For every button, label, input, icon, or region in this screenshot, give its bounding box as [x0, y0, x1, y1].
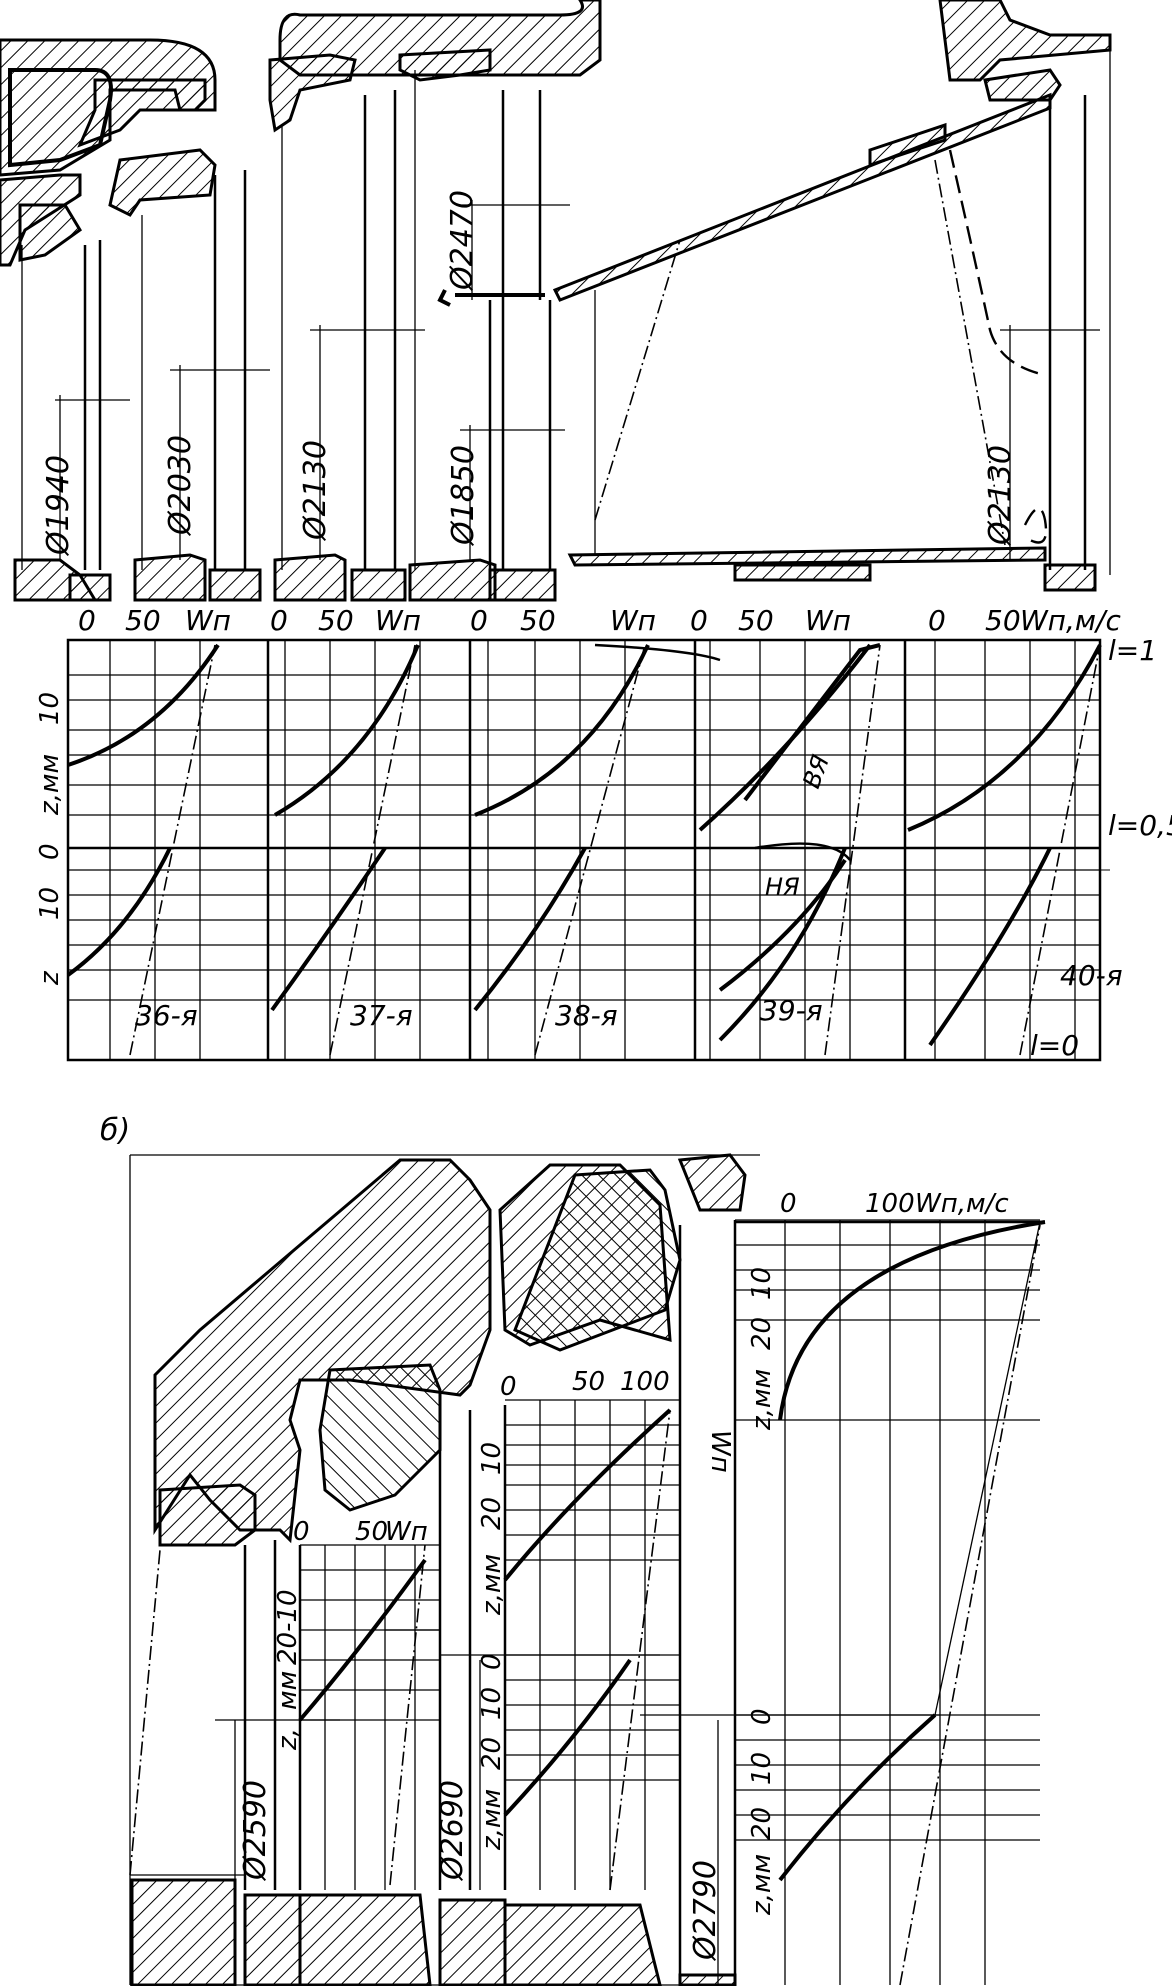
- diameter-label: Ø2690: [435, 1780, 470, 1882]
- diameter-label: Ø1940: [41, 455, 76, 557]
- axis-unit: Wп: [375, 604, 421, 637]
- y-tick: 10: [477, 1687, 507, 1720]
- axis-fifty: 50: [985, 604, 1021, 637]
- diameter-label: Ø2470: [445, 190, 480, 292]
- velocity-curves-lower: [66, 842, 1052, 1047]
- y-tick: 0: [747, 1708, 777, 1725]
- y-tick: мм: [273, 1671, 303, 1710]
- diameter-label: Ø2130: [298, 440, 333, 542]
- y-tick: z,мм: [477, 1789, 507, 1851]
- stage-label: 36-я: [135, 999, 198, 1032]
- stage-label: 39-я: [760, 994, 823, 1027]
- axis-v1: 50: [572, 1367, 605, 1397]
- l-labels: l=1 l=0,5 l=0: [1030, 634, 1172, 1062]
- y-tick: 20: [747, 1317, 777, 1350]
- y-tick: 20: [477, 1497, 507, 1530]
- axis-fifty: 50: [125, 604, 161, 637]
- diameter-label: Ø1850: [446, 445, 481, 547]
- blade-40: [1043, 35, 1111, 592]
- diameter-label: Ø2590: [238, 1780, 273, 1882]
- y-tick: 10: [35, 692, 65, 725]
- diameter-label: Ø2030: [163, 435, 198, 537]
- axis-unit: Wп: [805, 604, 851, 637]
- diameter-label: Ø2790: [688, 1860, 723, 1962]
- diameter-labels-a: Ø1940 Ø2030 Ø2130 Ø1850 Ø2470 Ø2130: [41, 190, 1018, 557]
- axis-v1: 100: [865, 1189, 915, 1219]
- y-tick: z,мм: [35, 754, 65, 816]
- part-a-velocity-charts: 0 50 Wп 0 50 Wп 0 50 Wп 0 50 Wп 0 50 Wп,…: [35, 604, 1172, 1062]
- l-label: l=0,5: [1108, 809, 1172, 842]
- curve-labels: ВЯ НЯ: [765, 751, 835, 901]
- axis-v2: 100: [620, 1367, 670, 1397]
- axis-fifty: 50: [738, 604, 774, 637]
- blade-38: [273, 90, 407, 602]
- stage-labels: 36-я 37-я 38-я 39-я 40-я: [135, 959, 1123, 1032]
- axis-zero: 0: [928, 604, 946, 637]
- axis-fifty: 50: [318, 604, 354, 637]
- stage-label: 38-я: [555, 999, 618, 1032]
- axis-unit: Wп: [385, 1517, 428, 1547]
- y-tick: 20-10: [273, 1589, 303, 1665]
- y-tick: 10: [35, 887, 65, 920]
- part-a-section-drawing: Ø1940 Ø2030 Ø2130 Ø1850 Ø2470 Ø2130: [0, 0, 1112, 602]
- l-label: l=1: [1108, 634, 1157, 667]
- diameter-arrows-a: [55, 200, 1100, 560]
- axis-labels-row: 0 50 Wп 0 50 Wп 0 50 Wп 0 50 Wп 0 50 Wп,…: [78, 604, 1121, 637]
- axis-unit: Wп: [610, 604, 656, 637]
- axis-unit: Wп: [185, 604, 231, 637]
- chart-small: 0 50 Wп 20-10 мм z, Ø2590: [215, 1517, 440, 1890]
- diameter-label: Ø2130: [983, 445, 1018, 547]
- axis-unit: Wп,м/с: [1020, 604, 1121, 637]
- part-b: б): [100, 1113, 1046, 1986]
- part-b-label: б): [100, 1113, 130, 1148]
- y-tick: 20: [477, 1737, 507, 1770]
- y-tick: 10: [747, 1267, 777, 1300]
- wn-vertical-label: Wп: [705, 1430, 735, 1473]
- axis-zero: 0: [500, 1372, 517, 1402]
- stage-label: 40-я: [1060, 959, 1123, 992]
- velocity-curves-upper: [67, 643, 1102, 832]
- axis-zero: 0: [293, 1517, 310, 1547]
- y-tick: z: [35, 970, 65, 986]
- curve-label-nya: НЯ: [765, 873, 800, 901]
- blade-37: [133, 170, 262, 602]
- y-tick: z,: [273, 1728, 303, 1751]
- y-tick: z,мм: [747, 1854, 777, 1916]
- blade-39: [408, 70, 557, 602]
- y-tick: z,мм: [747, 1369, 777, 1431]
- y-tick: 0: [477, 1653, 507, 1670]
- axis-unit: Wп,м/с: [915, 1189, 1009, 1219]
- axis-zero: 0: [690, 604, 708, 637]
- y-tick: z,мм: [477, 1554, 507, 1616]
- axis-zero: 0: [270, 604, 288, 637]
- curve-label-vya: ВЯ: [797, 751, 835, 792]
- chart-mid: 0 50 100 10 20 z,мм 0 10 20 z,мм Ø2690: [435, 1367, 680, 1891]
- y-tick: 10: [747, 1752, 777, 1785]
- axis-val: 50: [355, 1517, 388, 1547]
- axis-fifty: 50: [520, 604, 556, 637]
- axis-zero: 0: [78, 604, 96, 637]
- y-ticks-a: 10 z,мм 0 10 z: [35, 692, 65, 986]
- l-label: l=0: [1030, 1029, 1079, 1062]
- stage-label: 37-я: [350, 999, 413, 1032]
- y-tick: 20: [747, 1807, 777, 1840]
- axis-zero: 0: [780, 1189, 797, 1219]
- y-tick: 10: [477, 1442, 507, 1475]
- blade-36: [13, 240, 112, 602]
- chart-large: 0 100 Wп,м/с 10 20 z,мм 0 10 20 z,мм Wп …: [640, 1189, 1046, 1986]
- y-tick: 0: [35, 843, 65, 860]
- axis-zero: 0: [470, 604, 488, 637]
